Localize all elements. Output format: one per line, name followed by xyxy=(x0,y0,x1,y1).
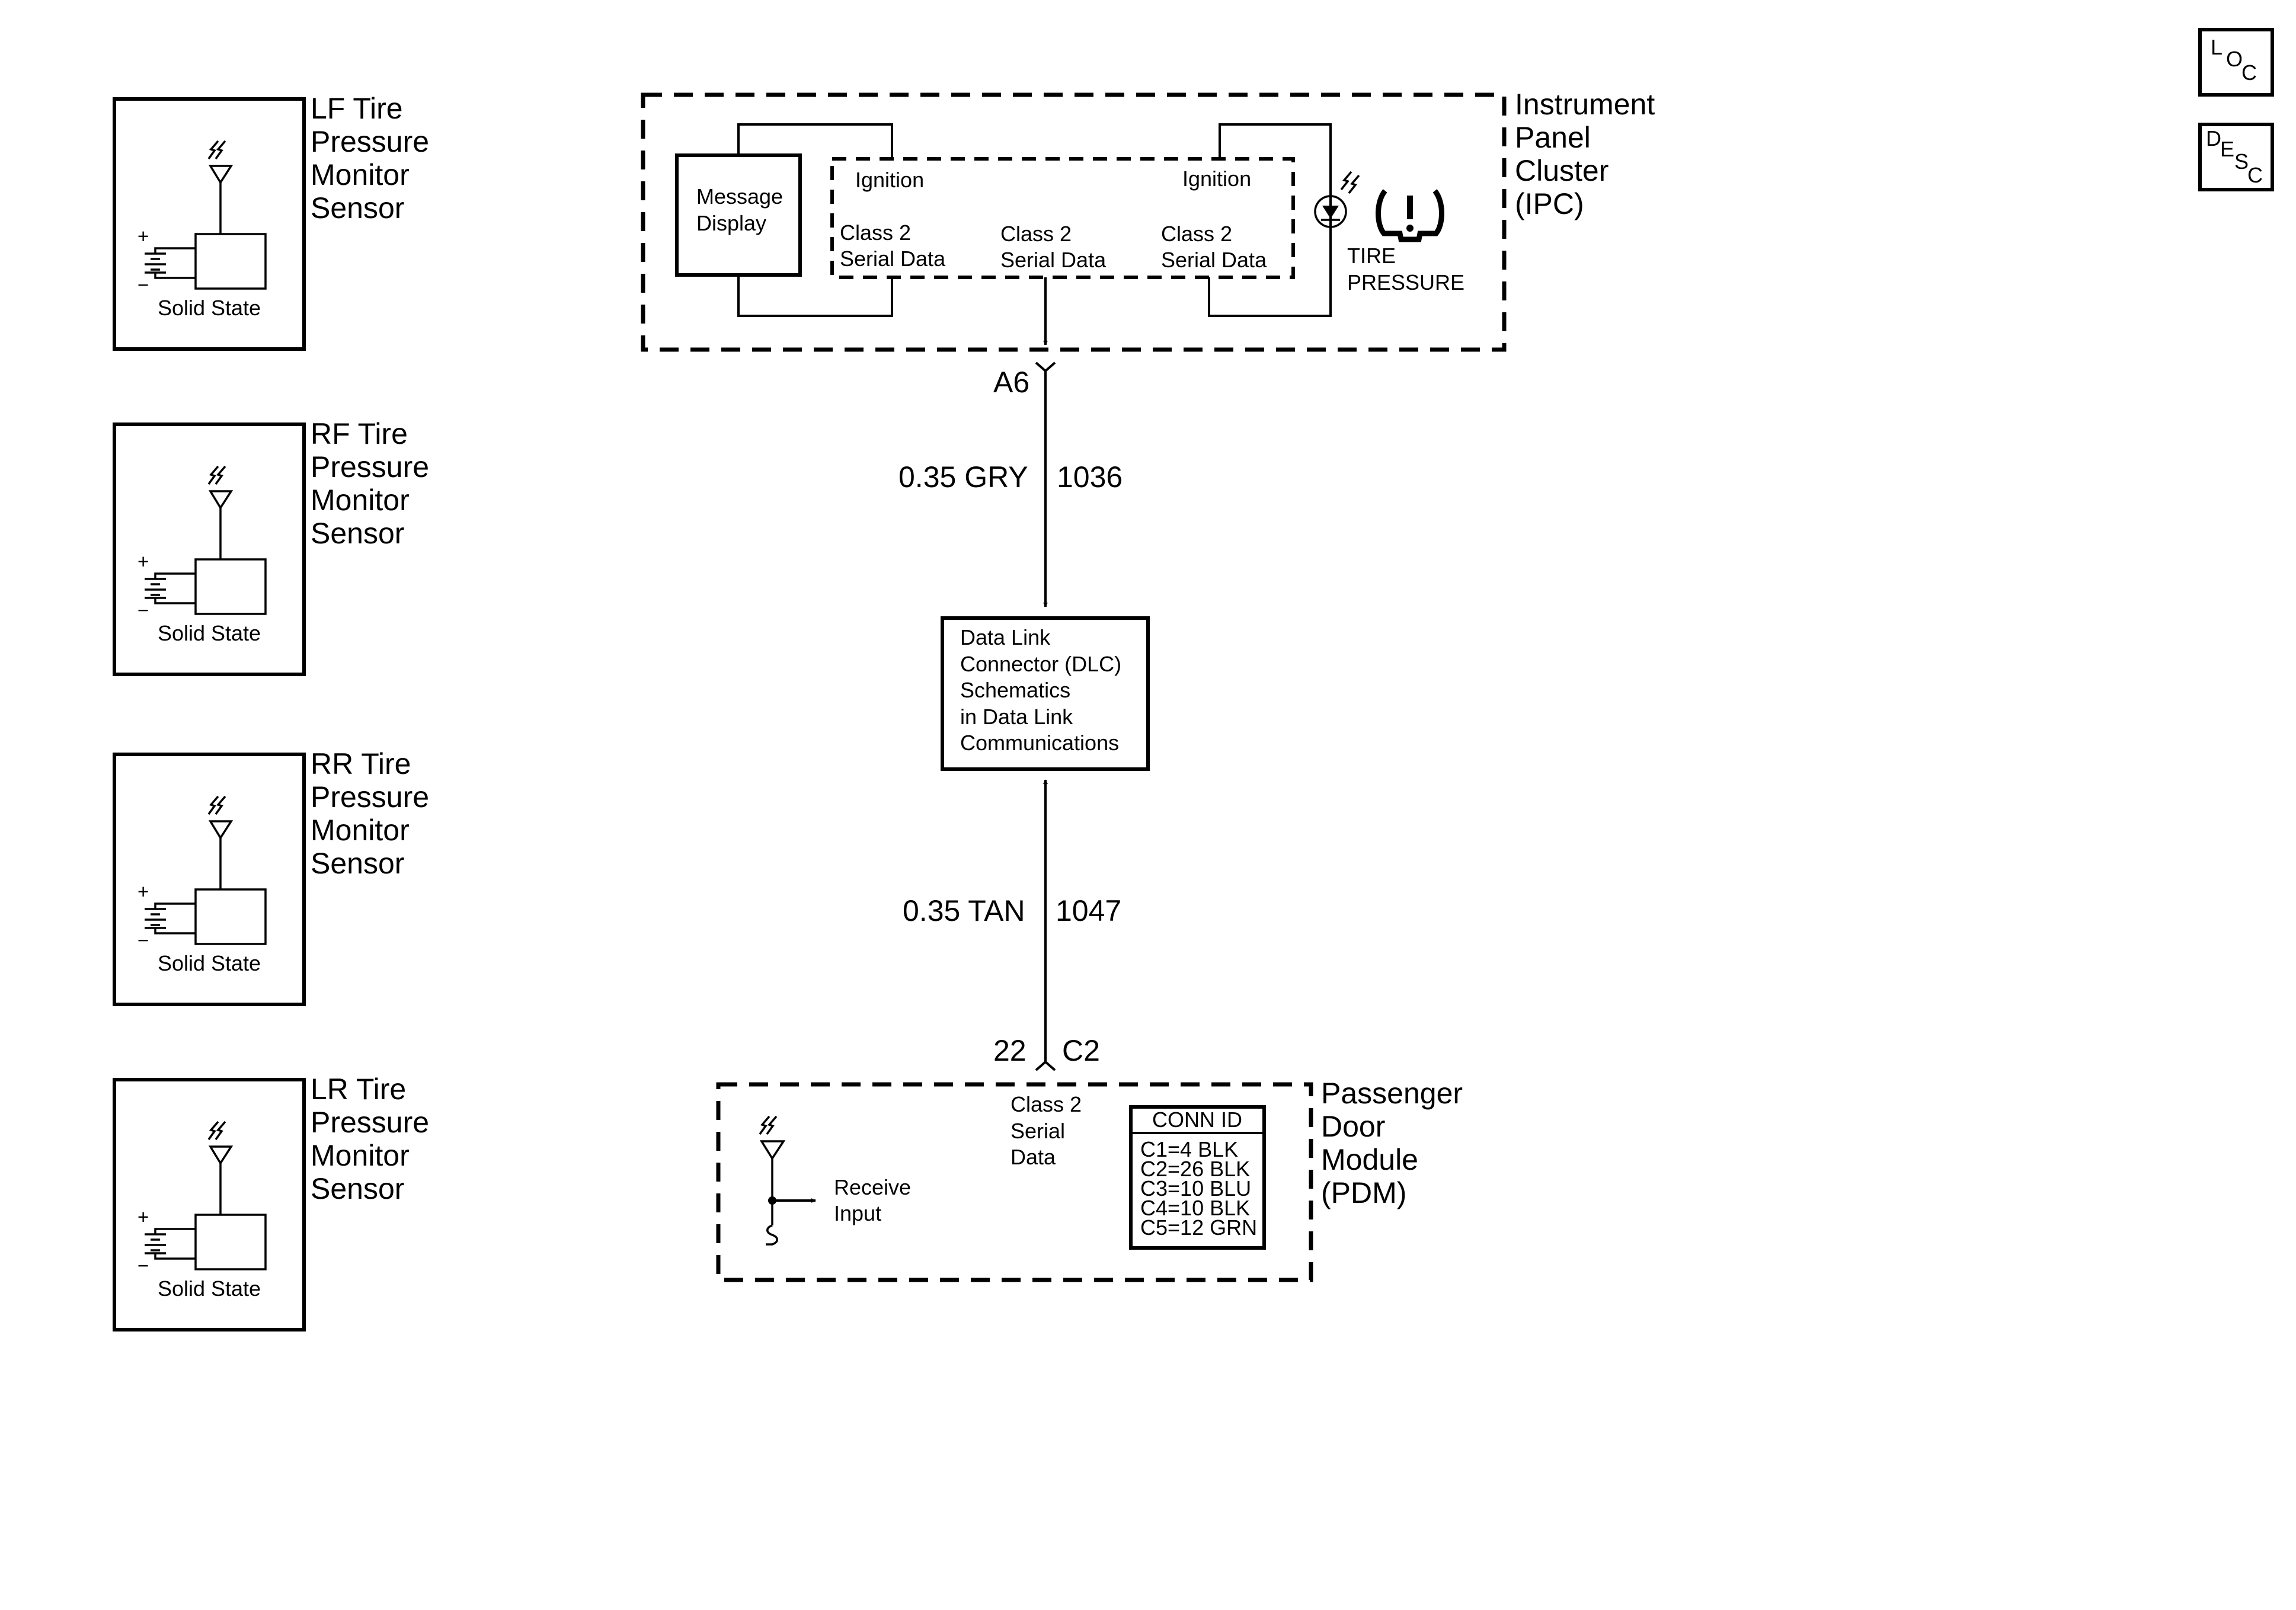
conn-id-row: C4=10 BLK xyxy=(1140,1196,1250,1220)
sensor-rr: + − Solid State RR Tire Pressure Monitor… xyxy=(113,747,437,1006)
sensor-title: RR Tire Pressure Monitor Sensor xyxy=(311,747,437,880)
wire-upper-circuit: 1036 xyxy=(1057,460,1123,494)
battery-icon: + − xyxy=(137,550,196,621)
connector-a6-symbol xyxy=(1035,361,1056,373)
class2-right-label: Class 2 Serial Data xyxy=(1161,222,1267,272)
wire-1047: 0.35 TAN 1047 22 C2 xyxy=(903,779,1121,1071)
sensor-box xyxy=(113,1078,306,1331)
conn-id-header: CONN ID xyxy=(1152,1108,1242,1132)
battery-minus: − xyxy=(137,599,149,621)
desc-letter: C xyxy=(2247,163,2263,187)
connector-c2-symbol xyxy=(1035,1060,1056,1071)
dlc-label: Data Link Connector (DLC) Schematics in … xyxy=(960,625,1127,755)
antenna-icon xyxy=(207,1121,234,1215)
wire-lower-gauge-color: 0.35 TAN xyxy=(903,894,1025,927)
battery-minus: − xyxy=(137,274,149,296)
pdm-class2-label: Class 2 Serial Data xyxy=(1011,1092,1088,1169)
sensor-type-label: Solid State xyxy=(158,296,261,320)
sensor-box xyxy=(113,422,306,676)
desc-letter: E xyxy=(2220,137,2234,161)
conn-id-table xyxy=(1129,1105,1266,1250)
sensor-element xyxy=(194,558,267,615)
conn-id-row: C1=4 BLK xyxy=(1140,1137,1238,1161)
receiver-antenna-icon xyxy=(759,1115,816,1246)
wire-lower-circuit: 1047 xyxy=(1056,894,1121,927)
wire-upper-gauge-color: 0.35 GRY xyxy=(898,460,1028,494)
sensor-lr: + − Solid State LR Tire Pressure Monitor… xyxy=(113,1073,437,1331)
message-display-label: Message Display xyxy=(696,184,789,235)
tire-pressure-label: TIRE PRESSURE xyxy=(1347,244,1464,295)
ipc-title: Instrument Panel Cluster (IPC) xyxy=(1515,88,1663,220)
sensor-type-label: Solid State xyxy=(158,621,261,645)
battery-minus: − xyxy=(137,929,149,951)
pdm-module: Passenger Door Module (PDM) Class 2 Seri… xyxy=(716,1077,1471,1282)
class2-center-label: Class 2 Serial Data xyxy=(1000,222,1107,272)
loc-letter: C xyxy=(2241,60,2257,85)
battery-minus: − xyxy=(137,1254,149,1276)
loc-letter: L xyxy=(2211,35,2223,59)
connector-c2-label: C2 xyxy=(1062,1034,1100,1067)
indicator-circuit xyxy=(1208,123,1332,317)
receive-input-label: Receive Input xyxy=(834,1175,917,1225)
loc-letter: O xyxy=(2226,47,2243,71)
ipc-outline xyxy=(641,92,1507,352)
conn-id-row: C2=26 BLK xyxy=(1140,1157,1250,1181)
sensor-title: LF Tire Pressure Monitor Sensor xyxy=(311,92,437,225)
dlc-box xyxy=(941,616,1150,771)
sensor-type-label: Solid State xyxy=(158,951,261,975)
battery-icon: + − xyxy=(137,1206,196,1276)
sensor-element xyxy=(194,888,267,945)
desc-letter: S xyxy=(2234,149,2249,174)
sensor-title: RF Tire Pressure Monitor Sensor xyxy=(311,417,437,550)
sensor-element xyxy=(194,233,267,290)
sensor-lf: + − Solid State LF Tire Pressure Monitor… xyxy=(113,92,437,351)
pdm-outline xyxy=(716,1082,1313,1282)
class2-left-label: Class 2 Serial Data xyxy=(840,220,946,271)
battery-plus: + xyxy=(137,1206,149,1228)
sensor-title: LR Tire Pressure Monitor Sensor xyxy=(311,1073,437,1205)
conn-id-row: C3=10 BLU xyxy=(1140,1176,1251,1201)
pdm-title: Passenger Door Module (PDM) xyxy=(1321,1077,1471,1209)
antenna-icon xyxy=(207,465,234,559)
battery-plus: + xyxy=(137,550,149,572)
ipc-inner-block xyxy=(830,157,1295,279)
tire-pressure-warning-icon xyxy=(1376,189,1444,242)
antenna-icon xyxy=(207,795,234,889)
serial-data-left xyxy=(737,275,893,317)
sensor-type-label: Solid State xyxy=(158,1276,261,1301)
desc-letter: D xyxy=(2206,126,2221,151)
battery-plus: + xyxy=(137,225,149,247)
battery-icon: + − xyxy=(137,881,196,951)
antenna-icon xyxy=(207,140,234,234)
led-indicator-icon xyxy=(1314,171,1360,228)
sensor-rf: + − Solid State RF Tire Pressure Monitor… xyxy=(113,417,437,676)
ipc-module: Instrument Panel Cluster (IPC) Message D… xyxy=(641,88,1663,352)
battery-plus: + xyxy=(137,881,149,902)
conn-id-rows: C1=4 BLK C2=26 BLK C3=10 BLU C4=10 BLK C… xyxy=(1140,1137,1257,1240)
battery-icon: + − xyxy=(137,225,196,296)
ignition-right-label: Ignition xyxy=(1182,167,1251,191)
ignition-feed-left xyxy=(737,123,893,159)
dlc-block: Data Link Connector (DLC) Schematics in … xyxy=(941,616,1150,771)
connector-pin-22: 22 xyxy=(993,1034,1027,1067)
sensor-box xyxy=(113,753,306,1006)
desc-button[interactable]: D E S C xyxy=(2198,123,2274,191)
wire-1036: A6 0.35 GRY 1036 xyxy=(898,277,1123,607)
sensor-box xyxy=(113,97,306,351)
connector-a6-label: A6 xyxy=(993,366,1029,399)
conn-id-row: C5=12 GRN xyxy=(1140,1215,1257,1240)
ignition-left-label: Ignition xyxy=(855,168,924,192)
sensor-element xyxy=(194,1214,267,1270)
loc-button[interactable]: L O C xyxy=(2198,28,2274,97)
